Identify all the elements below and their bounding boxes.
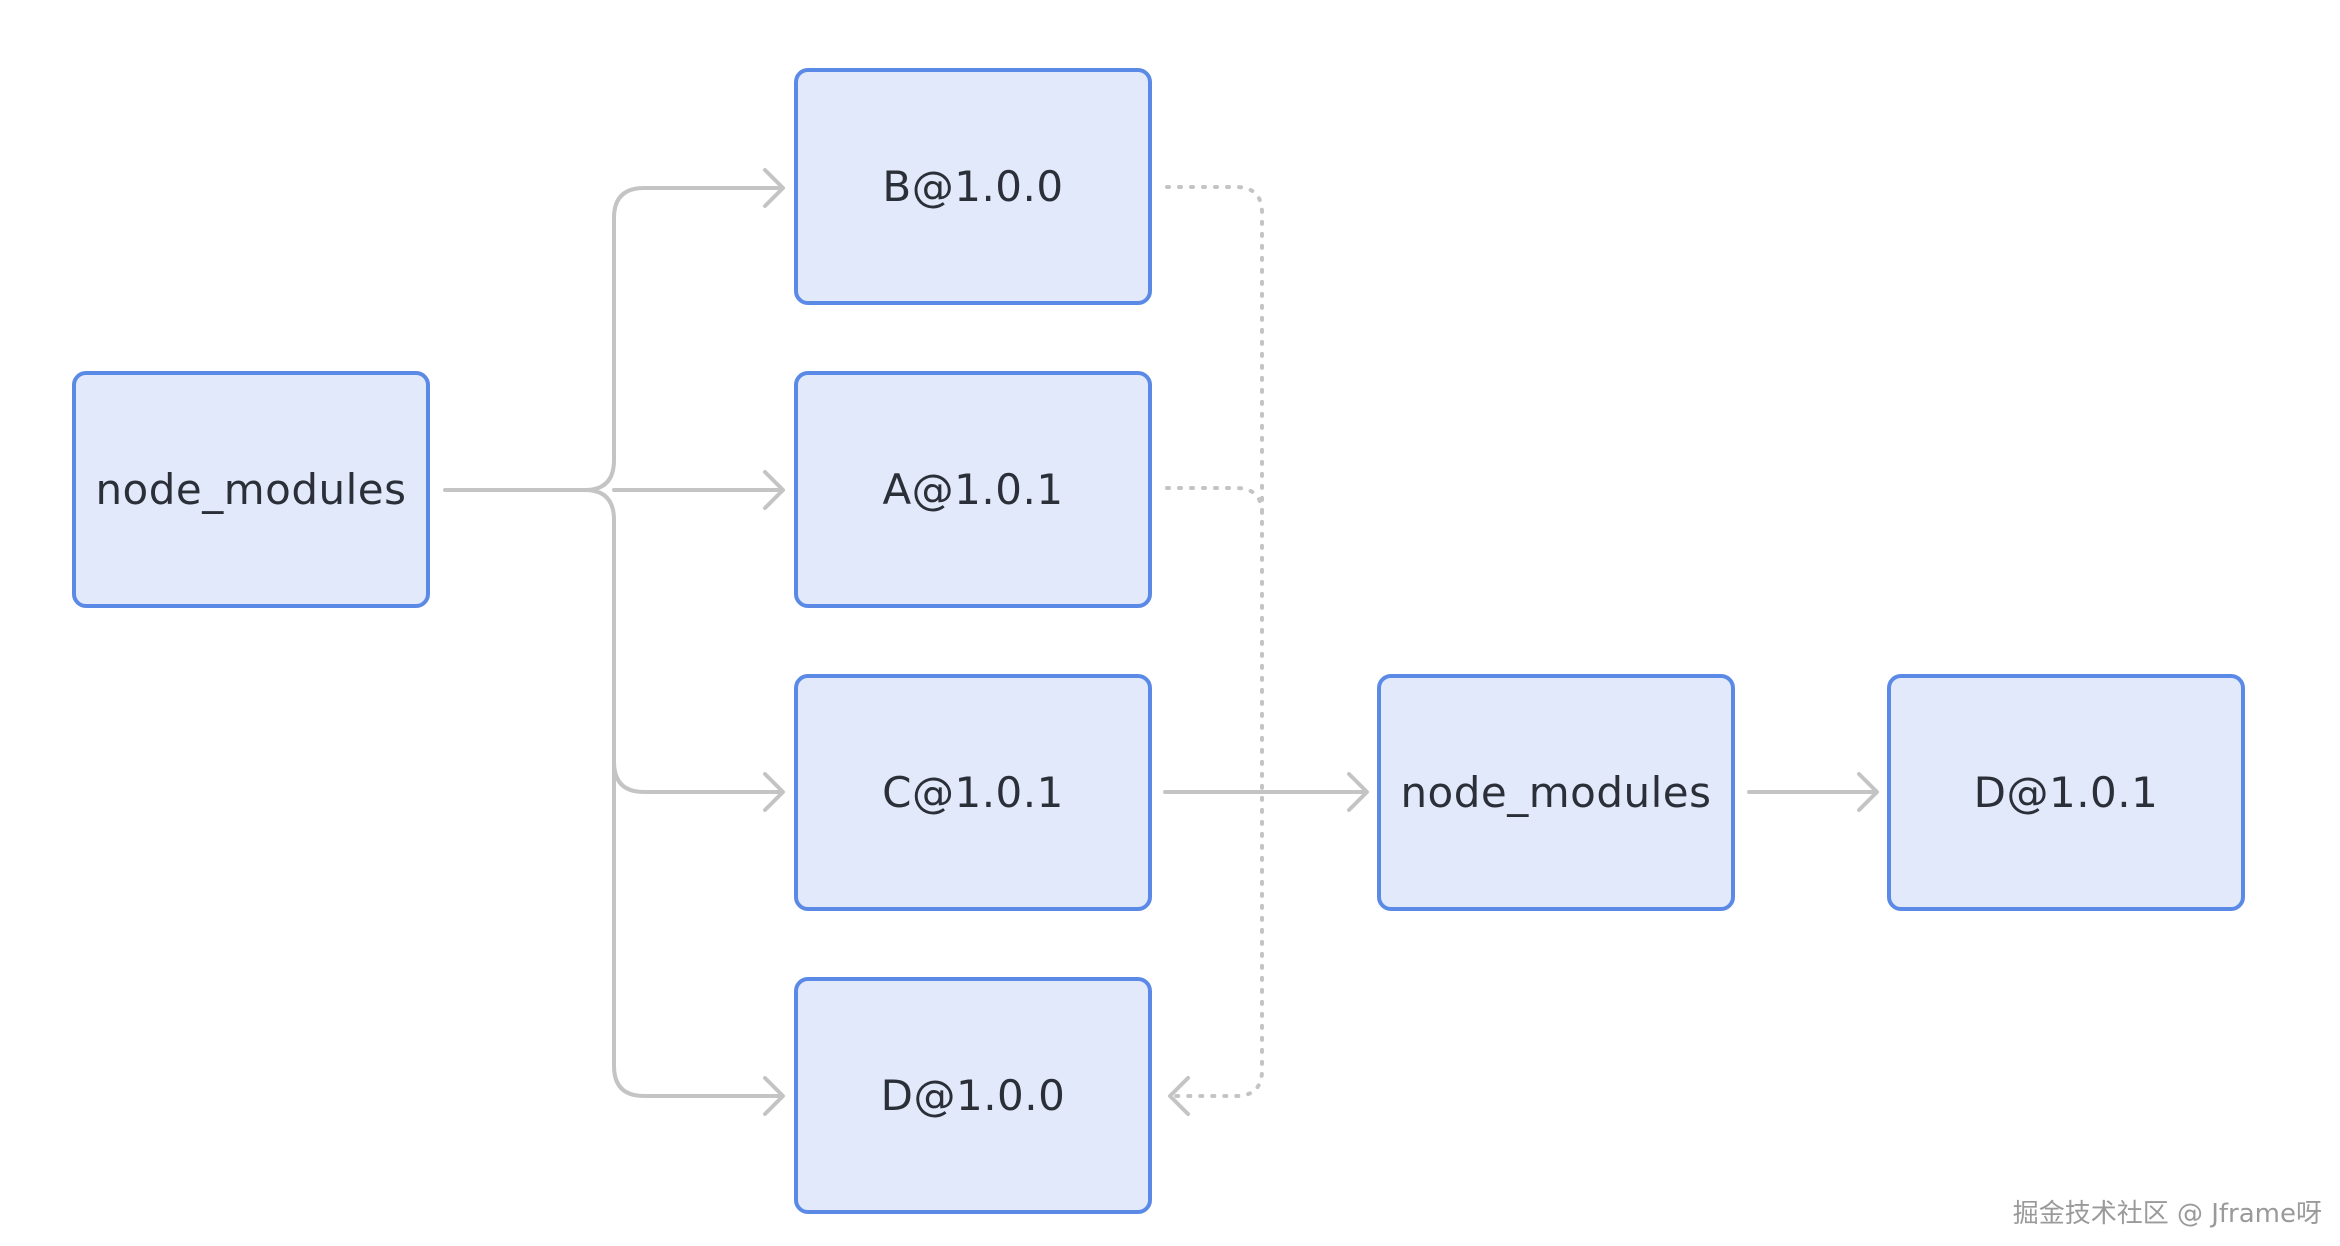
- arrowhead-b: [763, 168, 785, 208]
- node-d-1-0-1: D@1.0.1: [1887, 674, 2245, 911]
- node-nested-node-modules: node_modules: [1377, 674, 1735, 911]
- node-b-1-0-0: B@1.0.0: [794, 68, 1152, 305]
- watermark: 掘金技术社区 @ Jframe呀: [2012, 1199, 2322, 1229]
- node-c-1-0-1: C@1.0.1: [794, 674, 1152, 911]
- node-label: node_modules: [1400, 768, 1712, 817]
- node-label: B@1.0.0: [882, 162, 1064, 211]
- arrowhead-a: [763, 470, 785, 510]
- edge-root-to-c: [583, 488, 782, 794]
- node-label: D@1.0.1: [1973, 768, 2159, 817]
- arrowhead-d101: [1857, 772, 1879, 812]
- arrowhead-c: [763, 772, 785, 812]
- edge-root-to-d100: [612, 760, 782, 1098]
- node-a-1-0-1: A@1.0.1: [794, 371, 1152, 608]
- node-label: D@1.0.0: [880, 1071, 1066, 1120]
- node-label: node_modules: [95, 465, 407, 514]
- arrowhead-nested: [1347, 772, 1369, 812]
- node-label: A@1.0.1: [882, 465, 1064, 514]
- arrowhead-d100: [763, 1076, 785, 1116]
- node-label: C@1.0.1: [882, 768, 1064, 817]
- edge-root-to-b: [443, 186, 782, 492]
- arrowhead-dotted-d100: [1168, 1076, 1190, 1116]
- dotted-edge-b-to-d100: [1165, 185, 1264, 1098]
- node-d-1-0-0: D@1.0.0: [794, 977, 1152, 1214]
- node-root-node-modules: node_modules: [72, 371, 430, 608]
- dotted-edge-a-to-d100: [1165, 486, 1264, 516]
